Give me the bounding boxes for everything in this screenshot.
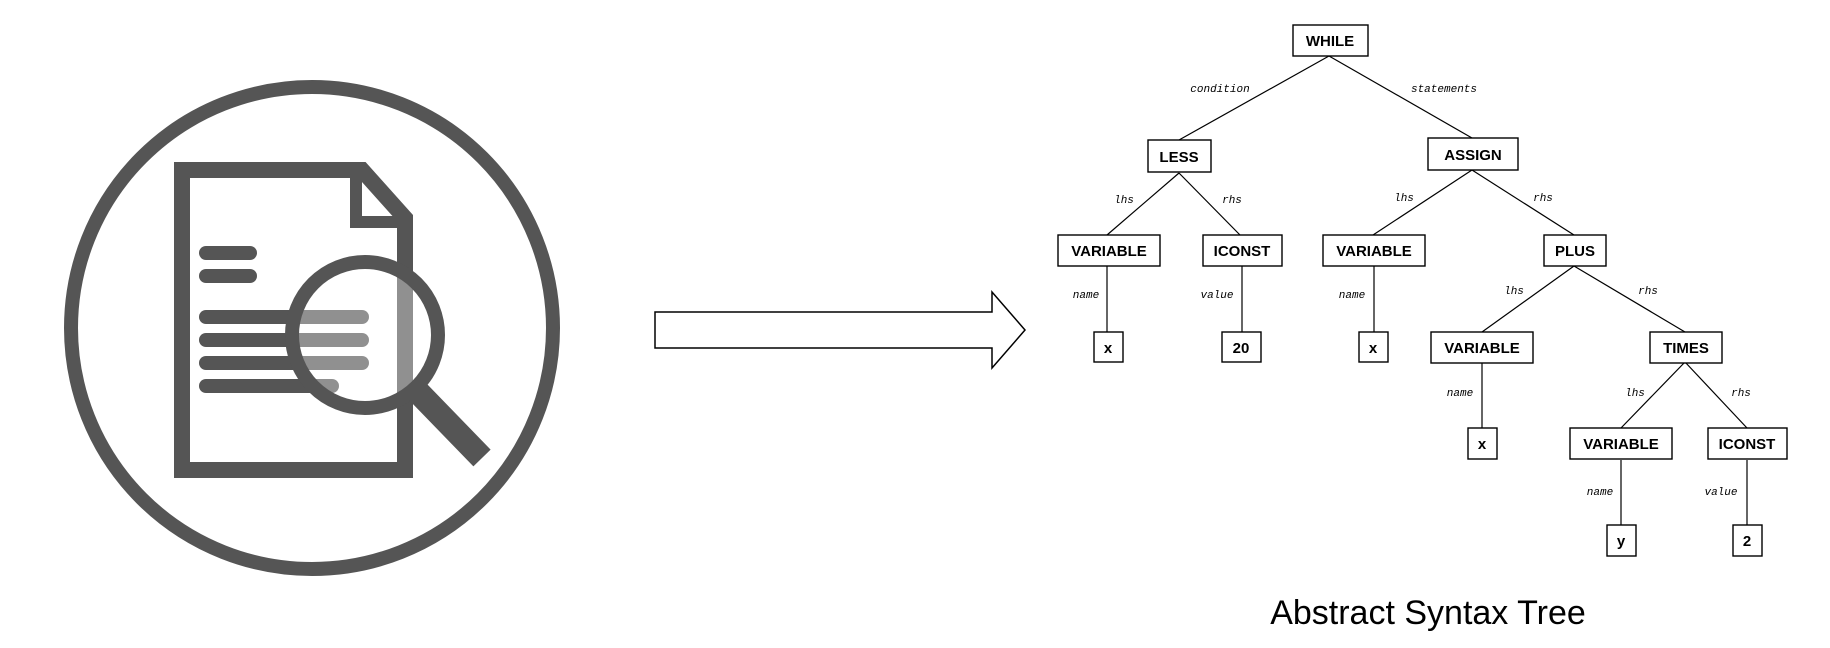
edge-times-var4 [1620,361,1686,429]
node-variable: VARIABLE [1322,234,1426,267]
node-label: LESS [1159,149,1198,166]
node-label: VARIABLE [1336,243,1412,260]
edge-label: name [1073,290,1099,302]
edge-assign-var2 [1372,169,1473,236]
diagram-caption: Abstract Syntax Tree [1270,594,1586,632]
edge-assign-plus [1471,169,1575,236]
edge-label: lhs [1504,286,1524,298]
edge-while-assign [1328,55,1473,139]
node-label: y [1617,533,1626,550]
node-label: TIMES [1663,340,1709,357]
edge-less-iconst1 [1178,172,1241,236]
node-label: x [1369,340,1378,357]
edge-label: lhs [1394,193,1414,205]
document-search-icon [64,80,560,576]
edge-label: statements [1411,84,1477,96]
arrow-right-icon [654,289,1026,371]
node-const-20: 20 [1221,331,1262,363]
edge-label: rhs [1533,193,1553,205]
edge-plus-times [1573,265,1686,333]
edge-label: lhs [1114,195,1134,207]
edge-less-var1 [1106,172,1180,236]
node-label: VARIABLE [1583,436,1659,453]
node-iconst: ICONST [1202,234,1283,267]
node-label: VARIABLE [1444,340,1520,357]
edge-while-less [1178,55,1330,141]
node-variable: VARIABLE [1057,234,1161,267]
node-label: 2 [1743,533,1751,550]
node-label: WHILE [1306,33,1354,50]
edge-label: value [1200,290,1233,302]
node-const-2: 2 [1732,524,1763,557]
edge-label: lhs [1625,388,1645,400]
node-label: VARIABLE [1071,243,1147,260]
tree-edge-labels: condition statements lhs rhs lhs rhs nam… [1073,84,1751,499]
node-label: x [1478,436,1487,453]
edge-label: name [1587,487,1613,499]
tree-nodes: WHILE LESS ASSIGN VARIABLE ICONST VARIAB… [1057,24,1788,557]
node-label: PLUS [1555,243,1595,260]
edge-label: name [1447,388,1473,400]
edge-label: rhs [1731,388,1751,400]
node-variable: VARIABLE [1569,427,1673,460]
node-label: ASSIGN [1444,147,1502,164]
node-label: 20 [1233,340,1250,357]
node-label: x [1104,340,1113,357]
node-while: WHILE [1292,24,1369,57]
node-iconst: ICONST [1707,427,1788,460]
edge-label: value [1704,487,1737,499]
edge-plus-var3 [1481,265,1575,333]
node-x: x [1467,427,1498,460]
edge-label: condition [1190,84,1249,96]
node-y: y [1606,524,1637,557]
node-label: ICONST [1719,436,1776,453]
node-times: TIMES [1649,331,1723,364]
node-less: LESS [1147,139,1212,173]
edge-label: rhs [1222,195,1242,207]
node-x: x [1358,331,1389,363]
tree-edges [1106,55,1748,525]
edge-label: rhs [1638,286,1658,298]
edge-times-iconst2 [1684,361,1748,429]
node-x: x [1093,331,1124,363]
edge-label: name [1339,290,1365,302]
node-assign: ASSIGN [1427,137,1519,171]
node-plus: PLUS [1543,234,1607,267]
node-variable: VARIABLE [1430,331,1534,364]
node-label: ICONST [1214,243,1271,260]
